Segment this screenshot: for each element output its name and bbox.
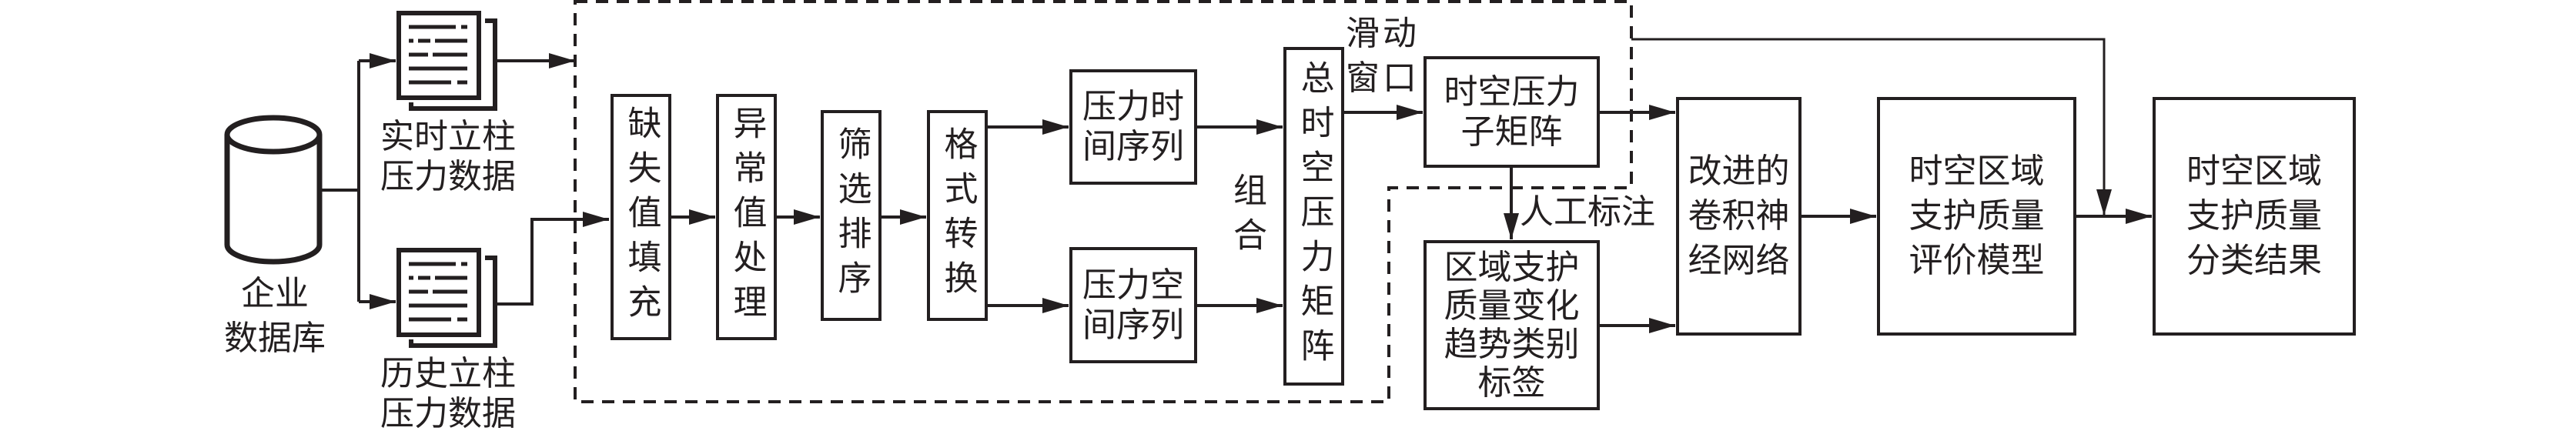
sliding-window-label: 滑动 窗口 [1346,14,1423,99]
combine-label: 组合 [1227,172,1266,262]
box-text-line: 时空区域 [1909,152,2045,191]
pressure-space-sequence-box: 压力空 间序列 [1069,247,1197,363]
step-label: 异常值处理 [727,105,767,329]
box-text-line: 支护质量 [2186,196,2322,236]
realtime-label-line: 实时立柱 [380,117,516,156]
box-text-line: 间序列 [1082,127,1184,166]
database-label: 企业 数据库 [223,274,326,359]
box-text-line: 时空压力 [1444,72,1580,112]
history-label-line: 历史立柱 [380,354,516,393]
box-text-line: 卷积神 [1688,196,1790,236]
document-stack-icon [396,248,497,348]
step-label: 缺失值填充 [621,105,661,329]
database-label-line: 数据库 [224,319,326,358]
step-outlier-handling: 异常值处理 [716,94,777,340]
box-text-line: 趋势类别 [1444,324,1580,364]
box-text-line: 间序列 [1082,305,1184,345]
document-stack-icon [396,11,497,111]
box-text-line: 子矩阵 [1460,112,1563,152]
box-text-line: 时空区域 [2186,152,2322,191]
trend-category-label-box: 区域支护 质量变化 趋势类别 标签 [1423,240,1600,410]
box-text-line: 质量变化 [1444,286,1580,326]
step-missing-value-fill: 缺失值填充 [611,94,671,340]
classification-result-box: 时空区域 支护质量 分类结果 [2153,97,2356,336]
step-label: 格式转换 [938,126,978,305]
db-branch-line [322,61,360,302]
realtime-label-line: 压力数据 [380,157,516,196]
box-text-line: 评价模型 [1909,241,2045,280]
box-text-line: 区域支护 [1444,247,1580,287]
pressure-time-sequence-box: 压力时 间序列 [1069,69,1197,185]
box-text-line: 分类结果 [2186,241,2322,280]
box-text-line: 压力空 [1082,265,1184,305]
arrow-history-to-preprocess [497,212,609,306]
preprocess-region-border [574,0,1633,403]
box-text-line: 改进的 [1688,152,1790,191]
label-line: 窗口 [1346,58,1420,98]
history-label-line: 压力数据 [380,394,516,433]
box-text-line: 标签 [1477,362,1546,403]
arrow-bypass-to-result [1631,38,2112,215]
label-line: 滑动 [1346,14,1420,53]
database-label-line: 企业 [241,274,309,313]
step-filter-sort: 筛选排序 [821,110,882,321]
database-cylinder-icon [224,115,323,265]
manual-annotation-label: 人工标注 [1520,192,1655,232]
box-text-line: 经网络 [1688,241,1790,280]
realtime-data-label: 实时立柱 压力数据 [373,117,524,197]
step-format-convert: 格式转换 [927,110,988,321]
box-text-line: 压力时 [1082,87,1184,126]
step-label: 筛选排序 [831,126,871,305]
box-text: 总时空压力矩阵 [1294,60,1334,373]
box-text-line: 支护质量 [1909,196,2045,236]
improved-cnn-box: 改进的 卷积神 经网络 [1676,97,1802,336]
evaluation-model-box: 时空区域 支护质量 评价模型 [1877,97,2076,336]
history-data-label: 历史立柱 压力数据 [373,354,524,434]
spatiotemporal-submatrix-box: 时空压力 子矩阵 [1423,56,1600,168]
total-spatiotemporal-matrix-box: 总时空压力矩阵 [1283,47,1344,386]
